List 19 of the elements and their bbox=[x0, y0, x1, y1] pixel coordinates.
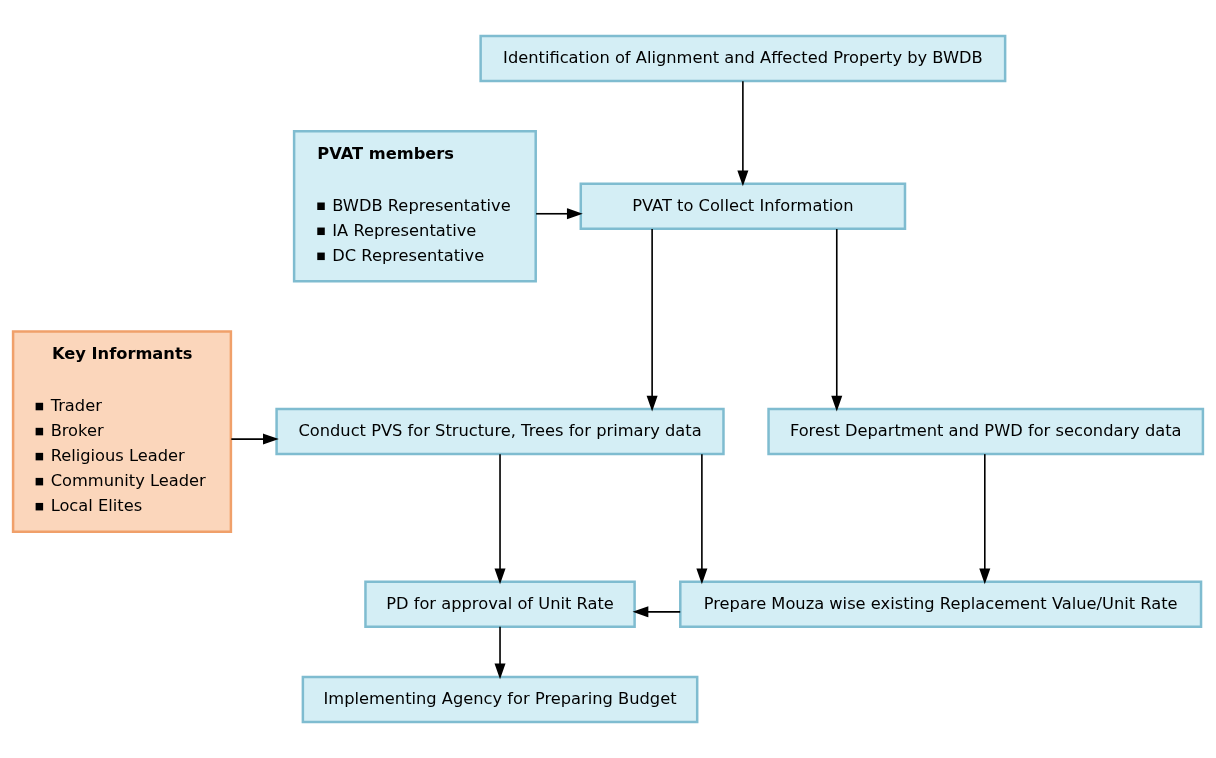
node-box: Prepare Mouza wise existing Replacement Value/Unit Rate bbox=[679, 580, 1203, 629]
node-box: PVAT members BWDB Representative IA Representative DC Representative bbox=[292, 129, 537, 283]
arrow bbox=[737, 80, 749, 187]
arrow bbox=[979, 453, 991, 585]
arrow bbox=[632, 606, 681, 618]
arrow bbox=[494, 453, 506, 585]
node-box: Conduct PVS for Structure, Trees for primary data bbox=[275, 407, 725, 456]
node-box: Key Informants Trader Broker Religious Leader Community Leader Local Elites bbox=[11, 330, 233, 533]
arrow bbox=[646, 228, 658, 412]
node-box: Implementing Agency for Preparing Budget bbox=[301, 675, 699, 724]
arrow bbox=[230, 433, 279, 445]
node-box: PVAT to Collect Information bbox=[579, 182, 907, 231]
node-box: PD for approval of Unit Rate bbox=[364, 580, 636, 629]
node-box: Forest Department and PWD for secondary data bbox=[767, 407, 1205, 456]
arrow bbox=[494, 626, 506, 680]
node-box: Identification of Alignment and Affected Property by BWDB bbox=[479, 34, 1007, 83]
arrow bbox=[535, 208, 583, 220]
arrow bbox=[831, 228, 843, 412]
arrow bbox=[696, 453, 708, 585]
